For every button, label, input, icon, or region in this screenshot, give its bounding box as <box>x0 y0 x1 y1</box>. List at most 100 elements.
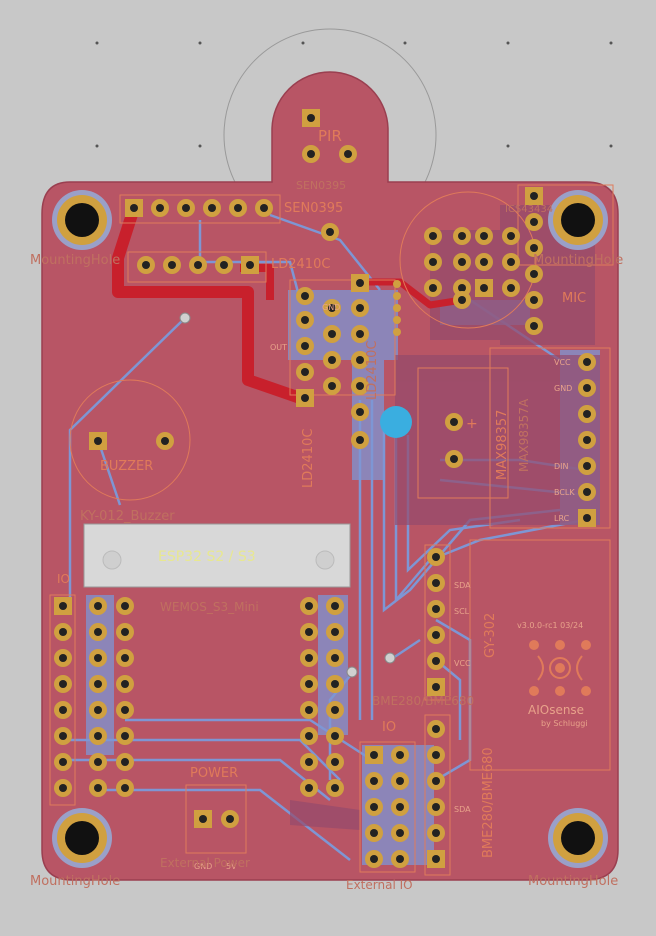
esp32-module-hole-left <box>102 550 122 570</box>
pad-hole <box>530 218 538 226</box>
pad-hole <box>432 631 440 639</box>
pad-hole <box>530 296 538 304</box>
max98357-label: MAX98357 <box>495 410 510 480</box>
pad-hole <box>331 706 339 714</box>
pad-hole <box>301 292 309 300</box>
pad-hole <box>305 628 313 636</box>
pad-hole <box>432 803 440 811</box>
pad-hole <box>396 777 404 785</box>
pad-hole <box>301 316 309 324</box>
small-pad <box>393 280 401 288</box>
power-5v-label: 5V <box>226 862 237 871</box>
pad-hole <box>396 803 404 811</box>
power-label: POWER <box>190 766 238 781</box>
pad-hole <box>121 732 129 740</box>
pad-hole <box>331 680 339 688</box>
mounting-holes <box>52 190 608 868</box>
pad-hole <box>182 204 190 212</box>
pad-hole <box>370 829 378 837</box>
pad-hole <box>583 488 591 496</box>
buzzer-label: BUZZER <box>100 459 153 474</box>
pad-hole <box>331 784 339 792</box>
pad-hole <box>59 628 67 636</box>
ld2410c-top-label: LD2410C <box>271 257 330 272</box>
pad-hole <box>396 855 404 863</box>
pad-hole <box>121 758 129 766</box>
pad-hole <box>94 437 102 445</box>
pad-hole <box>59 784 67 792</box>
gy302-label: GY-302 <box>483 613 498 658</box>
pad-hole <box>156 204 164 212</box>
pad-hole <box>326 228 334 236</box>
pad-hole <box>168 261 176 269</box>
pad-hole <box>305 784 313 792</box>
pad-hole <box>583 436 591 444</box>
pad-hole <box>94 784 102 792</box>
mounting-hole-label-br: MountingHole <box>528 874 618 889</box>
power-gnd-label: GND <box>194 862 212 871</box>
pad-hole <box>458 296 466 304</box>
pad-hole <box>331 758 339 766</box>
pad-hole <box>234 204 242 212</box>
bme280-label: BME280/BME680 <box>481 747 496 858</box>
din-pin-label: DIN <box>554 462 569 471</box>
pad-hole <box>194 261 202 269</box>
pad-hole <box>94 602 102 610</box>
pad-hole <box>328 330 336 338</box>
pad-hole <box>59 654 67 662</box>
pad-hole <box>432 855 440 863</box>
pads <box>54 109 596 868</box>
scl-pin-label: SCL <box>454 607 470 616</box>
small-pad <box>393 316 401 324</box>
pad-hole <box>301 394 309 402</box>
mounting-hole-label-tr: MountingHole <box>533 253 623 268</box>
wemos-label: WEMOS_S3_Mini <box>160 600 259 614</box>
pad-hole <box>432 553 440 561</box>
pad-hole <box>328 304 336 312</box>
pad-hole <box>450 455 458 463</box>
pad-hole <box>199 815 207 823</box>
pad-hole <box>305 706 313 714</box>
pad-hole <box>530 244 538 252</box>
sen0395-label: SEN0395 <box>284 201 343 216</box>
pad-hole <box>583 358 591 366</box>
pad-hole <box>59 706 67 714</box>
gnd-right-pin-label: GND <box>554 384 572 393</box>
back-fill-shapes <box>290 205 600 830</box>
pad-hole <box>94 732 102 740</box>
pad-hole <box>59 758 67 766</box>
pad-hole <box>305 758 313 766</box>
pad-hole <box>432 829 440 837</box>
ld2410c-side-label: LD2410C <box>301 429 316 488</box>
pad-hole <box>94 628 102 636</box>
pad-hole <box>432 579 440 587</box>
pad-hole <box>331 602 339 610</box>
byline-label: by Schluggi <box>541 719 588 728</box>
pad-hole <box>396 751 404 759</box>
sda-bme-pin-label: SDA <box>454 805 471 814</box>
pad-hole <box>458 232 466 240</box>
pad-hole <box>432 605 440 613</box>
mounting-hole-label-bl: MountingHole <box>30 874 120 889</box>
pad-hole <box>246 261 254 269</box>
pad-hole <box>356 304 364 312</box>
esp32-module-hole-right <box>315 550 335 570</box>
pad-hole <box>305 680 313 688</box>
bme280-silk-label: BME280/BME680 <box>372 694 474 708</box>
pad-hole <box>226 815 234 823</box>
pad-hole <box>121 706 129 714</box>
pad-hole <box>331 628 339 636</box>
pad-hole <box>142 261 150 269</box>
pad-hole <box>260 204 268 212</box>
pad-hole <box>507 284 515 292</box>
pad-hole <box>301 368 309 376</box>
pad-hole <box>59 680 67 688</box>
pad-hole <box>59 602 67 610</box>
pad-hole <box>450 418 458 426</box>
mic-label: MIC <box>562 291 586 306</box>
small-pad <box>393 292 401 300</box>
pad-hole <box>432 725 440 733</box>
pad-hole <box>305 654 313 662</box>
pad-hole <box>356 408 364 416</box>
